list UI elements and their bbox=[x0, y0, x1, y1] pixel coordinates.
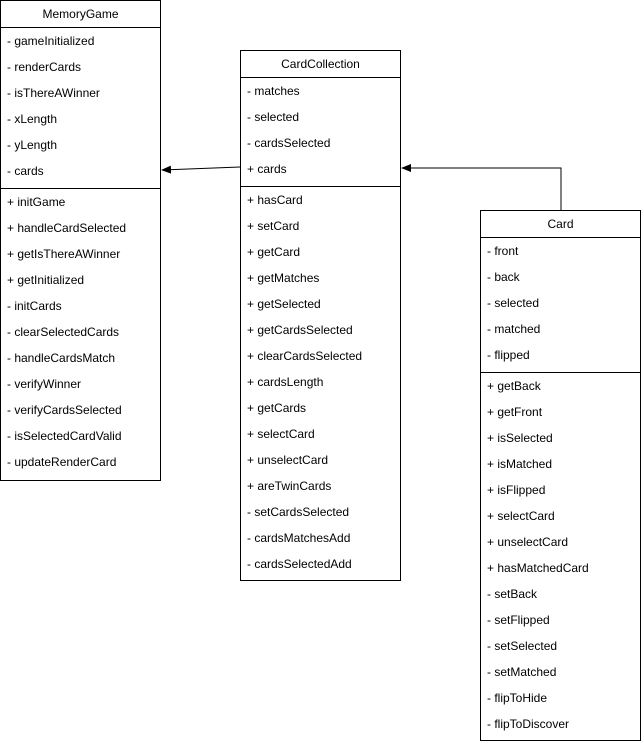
method-row: + handleCardSelected bbox=[7, 221, 127, 235]
method-row: - verifyCardsSelected bbox=[7, 403, 122, 417]
method-row: + getSelected bbox=[247, 297, 321, 311]
class-title: Card bbox=[481, 211, 640, 238]
method-row: + getCards bbox=[247, 401, 307, 415]
methods-section: + initGame + handleCardSelected + getIsThe… bbox=[1, 188, 160, 475]
methods-section: + getBack + getFront + isSelected + isMatch… bbox=[481, 372, 640, 737]
method-row: - setFlipped bbox=[487, 613, 550, 627]
method-row: + selectCard bbox=[247, 427, 315, 441]
method-row: - flipToDiscover bbox=[487, 717, 570, 731]
method-row: - setBack bbox=[487, 587, 538, 601]
method-row: - setMatched bbox=[487, 665, 557, 679]
attribute-row: - gameInitialized bbox=[7, 34, 95, 48]
edge-card-to-cardcollection bbox=[401, 164, 562, 210]
method-row: + unselectCard bbox=[487, 535, 569, 549]
attribute-row: - matched bbox=[487, 322, 541, 336]
method-row: + isSelected bbox=[487, 431, 553, 445]
method-row: - updateRenderCard bbox=[7, 455, 117, 469]
method-row: - cardsSelectedAdd bbox=[247, 557, 352, 571]
method-row: + getFront bbox=[487, 405, 543, 419]
edge-cardcollection-to-memorygame bbox=[161, 165, 241, 174]
method-row: + selectCard bbox=[487, 509, 555, 523]
method-row: - verifyWinner bbox=[7, 377, 82, 391]
attribute-row: + cards bbox=[247, 162, 287, 176]
method-row: + isMatched bbox=[487, 457, 553, 471]
attributes-section: - gameInitialized - renderCards - isThereA… bbox=[1, 28, 160, 188]
attribute-row: - selected bbox=[247, 110, 300, 124]
method-row: + areTwinCards bbox=[247, 479, 332, 493]
method-row: - clearSelectedCards bbox=[7, 325, 120, 339]
attribute-row: - isThereAWinner bbox=[7, 86, 100, 100]
method-row: + getIsThereAWinner bbox=[7, 247, 121, 261]
method-row: - isSelectedCardValid bbox=[7, 429, 122, 443]
method-row: + setCard bbox=[247, 219, 300, 233]
attribute-row: - back bbox=[487, 270, 520, 284]
attribute-row: - yLength bbox=[7, 138, 58, 152]
methods-section: + hasCard + setCard + getCard + getMatches +… bbox=[241, 186, 400, 577]
method-row: - flipToHide bbox=[487, 691, 548, 705]
class-memorygame: MemoryGame - gameInitialized - renderCard… bbox=[0, 0, 161, 481]
method-row: + hasMatchedCard bbox=[487, 561, 589, 575]
method-row: + clearCardsSelected bbox=[247, 349, 363, 363]
attribute-row: - cards bbox=[7, 164, 44, 178]
class-cardcollection: CardCollection - matches - selected - card… bbox=[240, 50, 401, 581]
attribute-row: - xLength bbox=[7, 112, 58, 126]
method-row: - initCards bbox=[7, 299, 62, 313]
attribute-row: - flipped bbox=[487, 348, 530, 362]
method-row: - handleCardsMatch bbox=[7, 351, 116, 365]
method-row: + unselectCard bbox=[247, 453, 329, 467]
method-row: + cardsLength bbox=[247, 375, 324, 389]
method-row: - setSelected bbox=[487, 639, 558, 653]
attributes-section: - front - back - selected - matched - flippe… bbox=[481, 238, 640, 372]
attribute-row: - matches bbox=[247, 84, 300, 98]
class-title: MemoryGame bbox=[1, 1, 160, 28]
method-row: + initGame bbox=[7, 195, 66, 209]
method-row: + hasCard bbox=[247, 193, 303, 207]
method-row: + getBack bbox=[487, 379, 541, 393]
method-row: + getInitialized bbox=[7, 273, 85, 287]
attribute-row: - cardsSelected bbox=[247, 136, 331, 150]
class-title: CardCollection bbox=[241, 51, 400, 78]
attribute-row: - selected bbox=[487, 296, 540, 310]
method-row: + getMatches bbox=[247, 271, 320, 285]
method-row: + getCardsSelected bbox=[247, 323, 353, 337]
method-row: + getCard bbox=[247, 245, 301, 259]
method-row: - setCardsSelected bbox=[247, 505, 350, 519]
attribute-row: - front bbox=[487, 244, 519, 258]
method-row: + isFlipped bbox=[487, 483, 546, 497]
method-row: - cardsMatchesAdd bbox=[247, 531, 351, 545]
attribute-row: - renderCards bbox=[7, 60, 82, 74]
attributes-section: - matches - selected - cardsSelected + card… bbox=[241, 78, 400, 186]
